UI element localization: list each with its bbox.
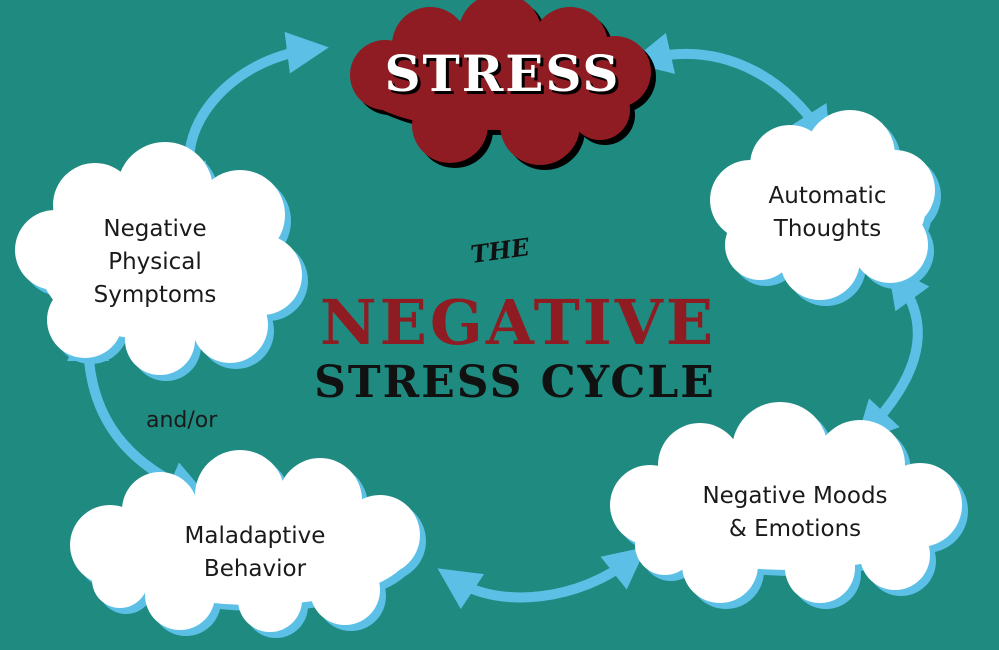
title-negative: NEGATIVE	[320, 286, 717, 359]
arrow-thoughts-to-moods	[855, 265, 930, 444]
maladaptive-behavior-cloud	[70, 450, 426, 638]
arrow-moods-to-behavior	[437, 546, 647, 610]
stress-label: STRESS	[384, 44, 621, 103]
negative-physical-line-2: Physical	[108, 249, 202, 275]
negative-moods-line-1: Negative Moods	[702, 483, 888, 509]
maladaptive-behavior-label: Maladaptive Behavior	[130, 520, 380, 586]
automatic-thoughts-cloud	[710, 110, 941, 306]
title-stress-cycle: STRESS CYCLE	[314, 357, 716, 408]
automatic-thoughts-line-1: Automatic	[768, 183, 887, 209]
negative-moods-cloud	[610, 402, 968, 609]
negative-physical-symptoms-cloud	[15, 142, 308, 381]
negative-physical-line-3: Symptoms	[93, 282, 217, 308]
negative-physical-line-1: Negative	[103, 216, 207, 242]
automatic-thoughts-line-2: Thoughts	[773, 216, 882, 242]
maladaptive-behavior-line-2: Behavior	[203, 556, 307, 582]
arrow-stress-to-thoughts	[629, 32, 832, 150]
stress-cloud	[350, 0, 656, 170]
and-or-label: and/or	[146, 408, 218, 433]
negative-physical-symptoms-label: Negative Physical Symptoms	[55, 213, 255, 312]
automatic-thoughts-label: Automatic Thoughts	[720, 180, 935, 246]
maladaptive-behavior-line-1: Maladaptive	[184, 523, 326, 549]
negative-moods-line-2: & Emotions	[728, 516, 862, 542]
negative-moods-label: Negative Moods & Emotions	[645, 480, 945, 546]
